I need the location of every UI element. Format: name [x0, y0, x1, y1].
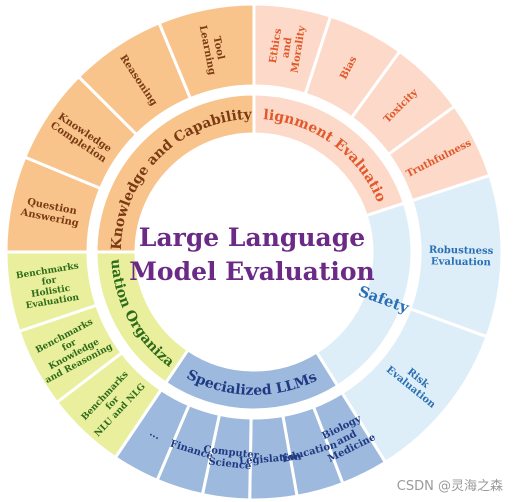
outer-label-specialized-3: ComputerScience: [201, 444, 260, 473]
outer-label-specialized-5: ...: [148, 427, 162, 442]
outer-label-specialized-2: Legislation: [239, 451, 303, 467]
center-title-line2: Model Evaluation: [129, 257, 374, 286]
outer-label-safety-0: RobustnessEvaluation: [429, 245, 494, 269]
center-title-line1: Large Language: [139, 223, 365, 252]
ring-organization: [94, 250, 191, 386]
outer-organization-2: [4, 250, 99, 334]
watermark: CSDN @灵海之森: [396, 479, 503, 494]
